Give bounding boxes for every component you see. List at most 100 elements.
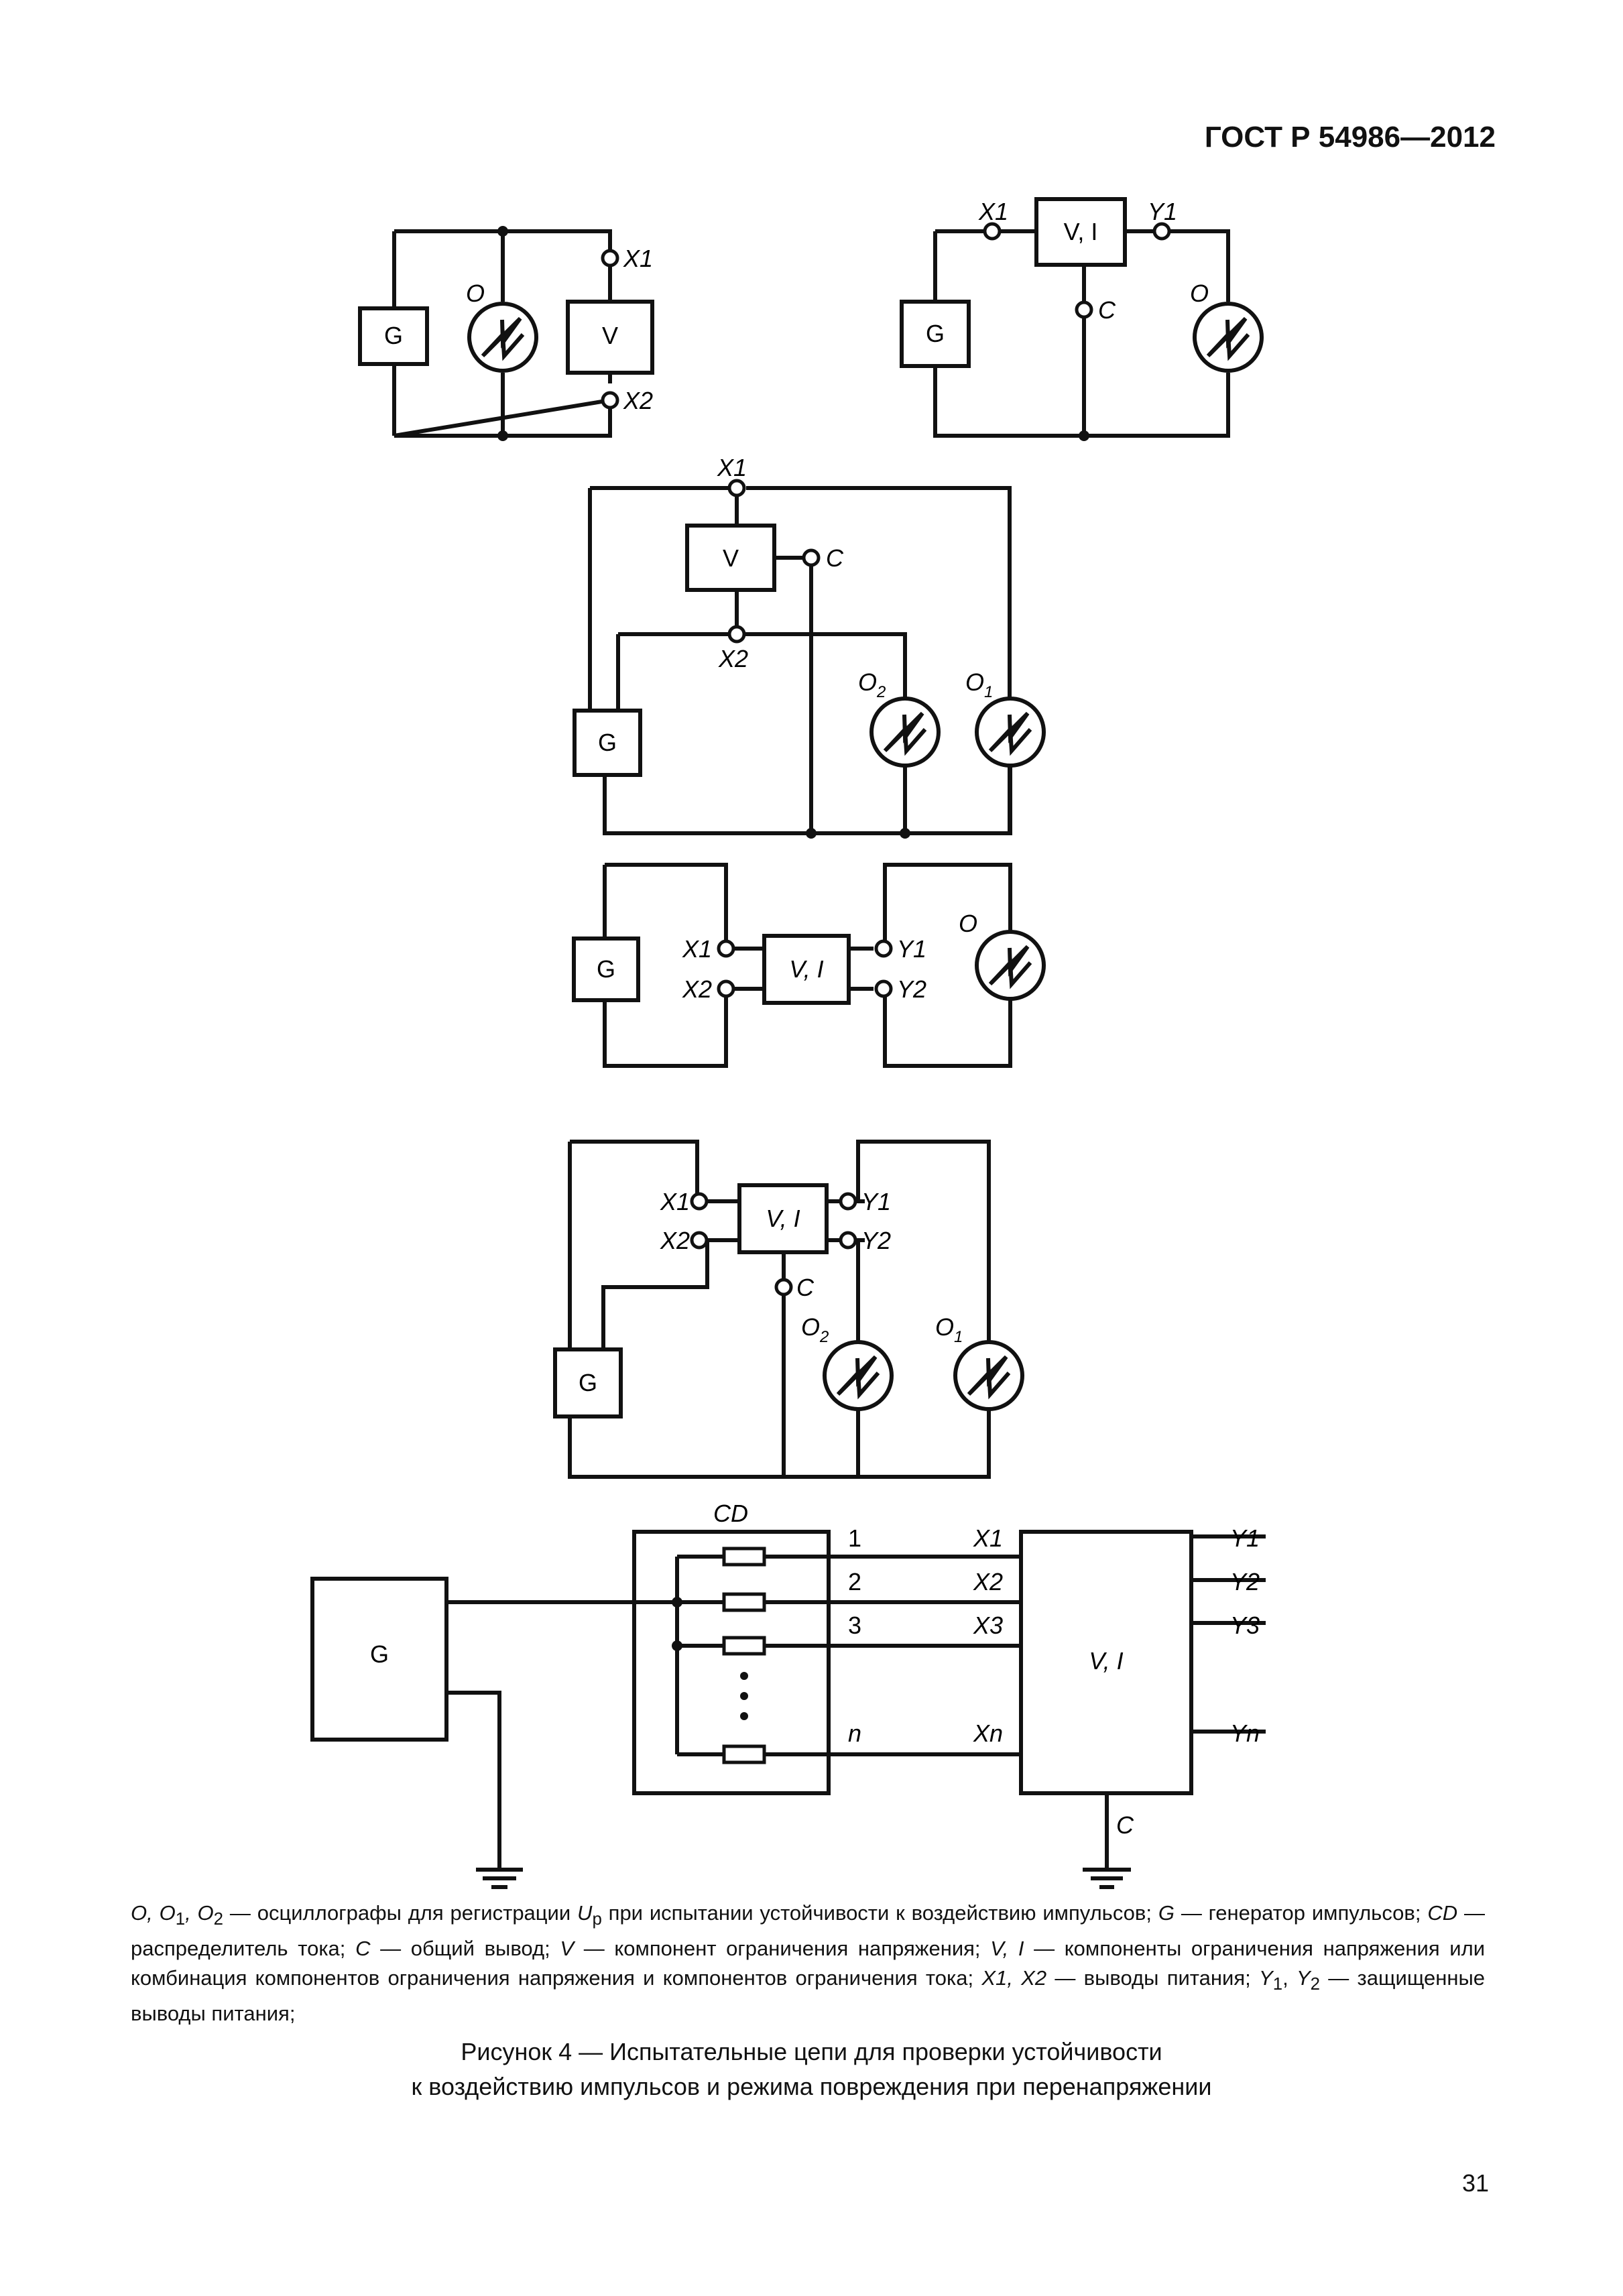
vi-component-label: V, I [1089,1647,1123,1675]
common-terminal [802,548,821,567]
terminal-y2-label: Y2 [1230,1568,1260,1595]
terminal-x2 [601,391,619,410]
channel-n-label: n [848,1719,861,1747]
common-terminal-label: C [1098,296,1116,324]
generator-label: G [384,322,403,349]
caption-line-1: Рисунок 4 — Испытательные цепи для прове… [461,2038,1162,2065]
terminal-y1-label: Y1 [897,935,926,963]
oscilloscope-1-icon [955,1342,1022,1409]
generator-label: G [370,1640,389,1668]
terminal-x1 [690,1192,709,1211]
terminal-y1-label: Y1 [861,1188,891,1215]
common-terminal [1075,300,1093,319]
channel-3-label: 3 [848,1612,861,1639]
resistor-icon [724,1594,764,1610]
oscilloscope-2-label: O2 [858,668,886,701]
current-distributor-label: CD [713,1500,748,1527]
terminal-x1 [601,249,619,267]
terminal-xn-label: Xn [973,1719,1003,1747]
generator-box [900,300,971,368]
terminal-x1-label: X1 [660,1188,690,1215]
vi-component-label: V, I [789,955,823,983]
terminal-x2-label: X2 [660,1227,690,1254]
terminal-x2 [717,979,735,998]
resistor-icon [724,1549,764,1565]
channel-2-label: 2 [848,1568,861,1595]
voltage-component-box [685,524,776,592]
terminal-x2 [690,1231,709,1250]
junction-dot [497,226,508,237]
terminal-y2-label: Y2 [861,1227,891,1254]
oscilloscope-2-icon [825,1342,892,1409]
generator-label: G [597,955,615,983]
common-terminal-label: C [796,1274,815,1301]
oscilloscope-1-icon [977,699,1044,766]
vi-component-box [737,1183,829,1254]
resistor-icon [724,1746,764,1762]
oscilloscope-2-icon [871,699,939,766]
resistor-icon [724,1638,764,1654]
common-terminal [774,1278,793,1296]
common-terminal-label: C [826,544,844,572]
oscilloscope-icon [1195,304,1262,371]
ellipsis-dot [740,1712,748,1720]
current-distributor-box [632,1530,831,1795]
junction-dot [900,828,910,839]
generator-box [573,709,642,777]
generator-box [572,936,640,1002]
terminal-x3-label: X3 [973,1612,1003,1639]
oscilloscope-2-label: O2 [801,1313,829,1346]
terminal-x2 [727,625,746,644]
vi-component-label: V, I [1064,218,1098,245]
terminal-x1-label: X1 [717,454,747,481]
page-number: 31 [1461,2169,1489,2197]
terminal-y1 [874,939,893,958]
terminal-x1 [727,479,746,497]
oscilloscope-icon [977,932,1044,999]
terminal-yn-label: Yn [1230,1719,1260,1747]
generator-box [358,306,429,366]
voltage-component-label: V [723,544,739,572]
generator-box [310,1577,448,1742]
vi-component-box [1019,1530,1193,1795]
terminal-x1 [717,939,735,958]
oscilloscope-icon [469,304,536,371]
terminal-y1 [839,1192,857,1211]
terminal-x1 [983,222,1002,241]
terminal-y2 [874,979,893,998]
oscilloscope-label: O [959,910,977,937]
oscilloscope-label: O [466,280,485,307]
terminal-x2-label: X2 [718,645,748,672]
vi-component-box [1034,197,1127,267]
oscilloscope-1-label: O1 [965,668,993,701]
voltage-component-label: V [602,322,618,349]
terminal-y3-label: Y3 [1230,1612,1260,1639]
vi-component-box [762,934,851,1005]
figure-caption: Рисунок 4 — Испытательные цепи для прове… [0,2035,1623,2104]
generator-box [553,1347,623,1418]
test-circuits-figure: G O V X1 X2 G V, I X1 Y1 C O X1 V C X2 G… [310,197,1266,1889]
terminal-x1-label: X1 [978,198,1008,225]
terminal-y1-label: Y1 [1148,198,1177,225]
junction-dot [672,1597,682,1608]
oscilloscope-1-label: O1 [935,1313,963,1346]
channel-1-label: 1 [848,1524,861,1552]
document-header: ГОСТ Р 54986—2012 [1204,121,1496,154]
generator-label: G [598,729,617,756]
generator-label: G [579,1369,597,1396]
oscilloscope-label: O [1190,280,1209,307]
voltage-component-box [566,300,654,375]
terminal-y1-label: Y1 [1230,1524,1260,1552]
terminal-y2 [839,1231,857,1250]
ellipsis-dot [740,1692,748,1700]
terminal-x2-label: X2 [973,1568,1003,1595]
terminal-x1-label: X1 [623,245,653,272]
junction-dot [672,1640,682,1651]
terminal-x2-label: X2 [682,975,712,1003]
generator-label: G [926,320,945,347]
junction-dot [1079,430,1089,441]
figure-legend: O, O1, O2 — осциллографы для регистрации… [131,1901,1486,2026]
caption-line-2: к воздействию импульсов и режима поврежд… [411,2073,1212,2100]
common-terminal-label: C [1116,1811,1134,1839]
terminal-x1-label: X1 [973,1524,1003,1552]
